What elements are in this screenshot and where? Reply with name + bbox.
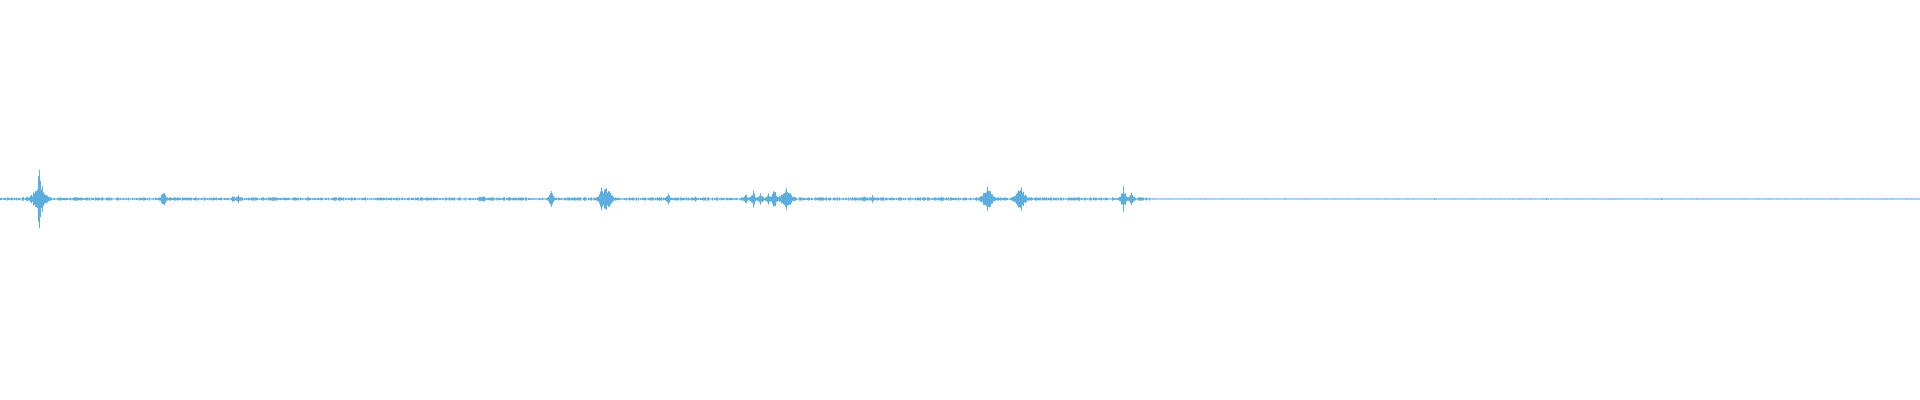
audio-waveform[interactable] [0,0,1920,400]
waveform-view[interactable] [0,0,1920,400]
